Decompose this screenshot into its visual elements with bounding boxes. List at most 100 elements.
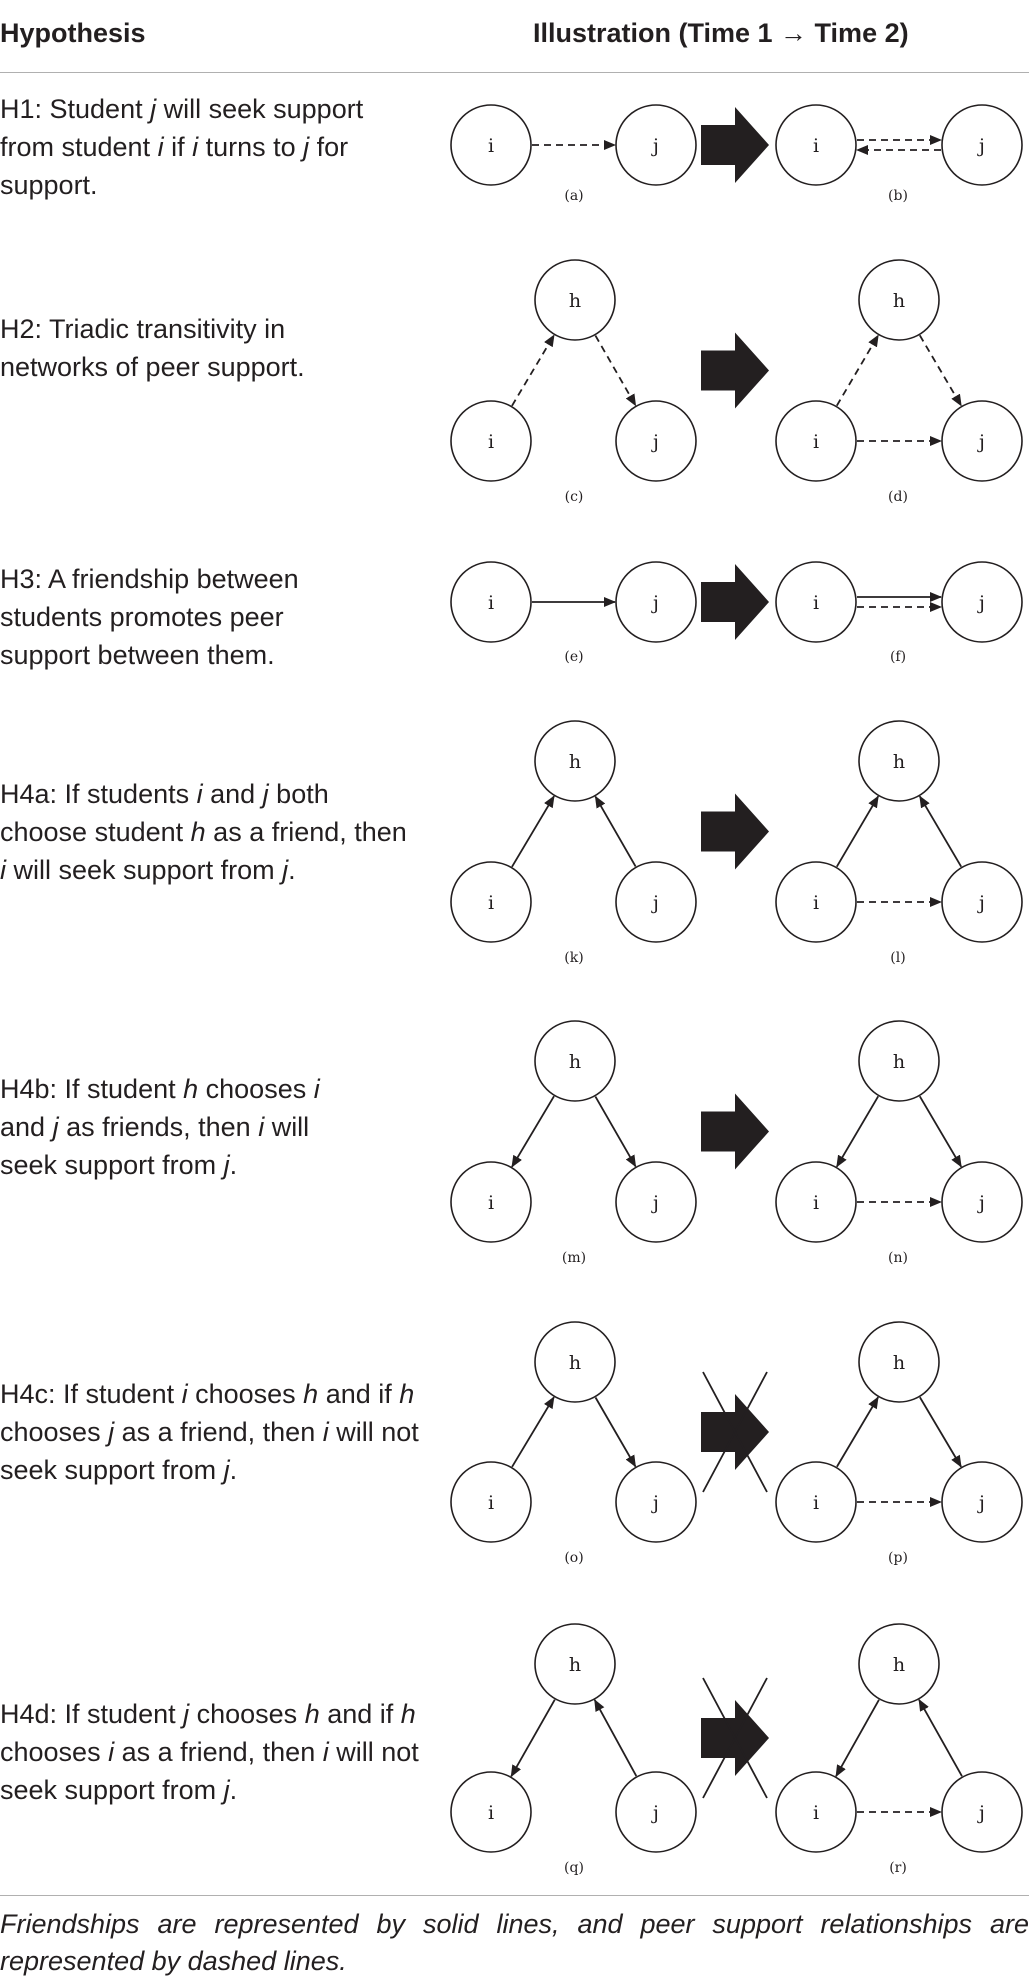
hypothesis-text-fragment: if: [163, 132, 193, 162]
node-i: [450, 400, 532, 482]
node-label-i: i: [488, 135, 494, 157]
hypothesis-text-fragment: H4d: If student: [0, 1699, 184, 1729]
node-i: [775, 1771, 857, 1853]
hypothesis-text-fragment: H4b: If student: [0, 1074, 184, 1104]
node-label-j: j: [977, 431, 985, 453]
panel-caption: (c): [565, 489, 584, 505]
node-i: [450, 104, 532, 186]
column-header-hypothesis: Hypothesis: [0, 18, 146, 48]
panel-caption: (e): [564, 649, 583, 665]
hypothesis-text-fragment: h: [190, 817, 206, 847]
node-label-h: h: [893, 1654, 905, 1676]
hypothesis-text-fragment: i: [258, 1112, 265, 1142]
node-i: [775, 561, 857, 643]
hypothesis-h4c: H4c: If student i chooses h and if h cho…: [0, 1375, 420, 1489]
hypothesis-text-fragment: H3: A friendship between students promot…: [0, 564, 299, 670]
node-label-j: j: [977, 1802, 985, 1824]
hypothesis-text-fragment: h: [303, 1379, 319, 1409]
node-label-h: h: [893, 1352, 905, 1374]
time-arrow: [701, 793, 769, 870]
panel-caption: (a): [564, 188, 583, 204]
node-label-j: j: [651, 1192, 659, 1214]
node-label-i: i: [488, 1802, 494, 1824]
node-i: [775, 400, 857, 482]
friendship-edge: [510, 1699, 556, 1778]
node-label-h: h: [893, 290, 905, 312]
node-h: [858, 1321, 940, 1403]
node-label-i: i: [813, 431, 819, 453]
node-h: [858, 1020, 940, 1102]
hypothesis-text-fragment: both choose student: [0, 779, 329, 847]
hypothesis-text-fragment: j: [108, 1417, 115, 1447]
node-label-j: j: [977, 592, 985, 614]
node-h: [534, 1321, 616, 1403]
hypothesis-text-fragment: and if: [319, 1699, 401, 1729]
node-h: [534, 1623, 616, 1705]
hypothesis-text-fragment: and if: [318, 1379, 400, 1409]
hypothesis-text-fragment: j: [223, 1150, 230, 1180]
node-label-j: j: [977, 135, 985, 157]
friendship-edge: [918, 1698, 963, 1777]
hypothesis-h2: H2: Triadic transitivity in networks of …: [0, 310, 340, 386]
table-header: Hypothesis Illustration (Time 1 → Time 2…: [0, 0, 1029, 72]
node-label-i: i: [813, 1492, 819, 1514]
hypothesis-text-fragment: will seek support from: [6, 855, 283, 885]
hypothesis-text-fragment: h: [183, 1074, 199, 1104]
node-h: [858, 720, 940, 802]
hypothesis-text-fragment: j: [52, 1112, 59, 1142]
friendship-edge: [919, 1396, 962, 1468]
hypothesis-text-fragment: i: [0, 855, 6, 885]
node-label-i: i: [488, 431, 494, 453]
hypothesis-text-fragment: j: [303, 132, 310, 162]
friendship-edge: [511, 1095, 555, 1168]
node-label-j: j: [977, 1192, 985, 1214]
friendship-edge: [593, 1699, 638, 1777]
friendship-edge: [594, 1397, 637, 1468]
node-label-i: i: [488, 1492, 494, 1514]
hypothesis-text-fragment: j: [223, 1455, 230, 1485]
hypothesis-text-fragment: chooses: [187, 1379, 304, 1409]
hypothesis-text-fragment: i: [181, 1379, 188, 1409]
hypothesis-text-fragment: i: [322, 1417, 329, 1447]
hypothesis-text-fragment: H1: Student: [0, 94, 151, 124]
hypothesis-text-fragment: h: [399, 1379, 415, 1409]
node-label-i: i: [488, 1192, 494, 1214]
panel-caption: (n): [888, 1250, 908, 1266]
hypothesis-text-fragment: h: [400, 1699, 416, 1729]
legend-note: Friendships are represented by solid lin…: [0, 1909, 1029, 1976]
node-i: [775, 1161, 857, 1243]
hypothesis-h4a: H4a: If students i and j both choose stu…: [0, 775, 420, 889]
node-i: [450, 1771, 532, 1853]
hypothesis-text-fragment: as a friend, then: [114, 1737, 323, 1767]
friendship-edge: [594, 795, 637, 867]
hypothesis-text-fragment: h: [304, 1699, 320, 1729]
node-label-h: h: [893, 751, 905, 773]
node-i: [775, 1461, 857, 1543]
panel-caption: (k): [564, 950, 583, 966]
node-i: [450, 561, 532, 643]
hypothesis-text-fragment: j: [223, 1775, 230, 1805]
hypothesis-text-fragment: j: [282, 855, 289, 885]
friendship-edge: [919, 795, 962, 868]
hypothesis-text-fragment: as a friend, then: [114, 1417, 323, 1447]
node-j: [941, 400, 1023, 482]
node-i: [450, 1161, 532, 1243]
hypothesis-text-fragment: i: [157, 132, 164, 162]
support-edge: [511, 334, 555, 407]
hypothesis-text-fragment: .: [229, 1150, 238, 1180]
friendship-edge: [919, 1095, 962, 1168]
hypothesis-text-fragment: .: [229, 1775, 238, 1805]
hypothesis-text-fragment: and: [202, 779, 263, 809]
node-label-h: h: [569, 1051, 581, 1073]
hypothesis-text-fragment: i: [313, 1074, 320, 1104]
hypothesis-text-fragment: will seek support from: [0, 1112, 310, 1180]
hypothesis-text-fragment: for support.: [0, 132, 349, 200]
hypothesis-text-fragment: j: [150, 94, 157, 124]
node-label-i: i: [813, 1802, 819, 1824]
